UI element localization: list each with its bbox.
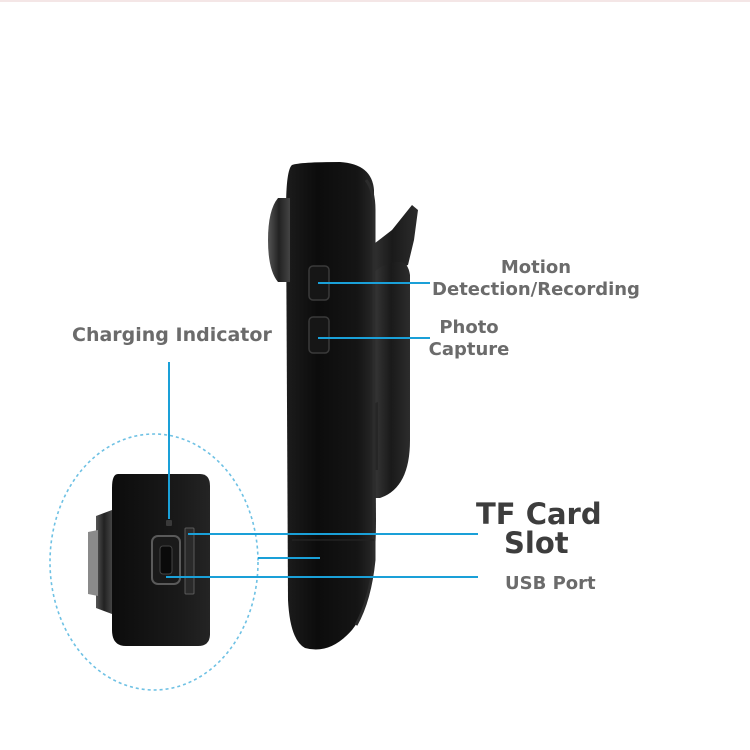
detail-callout-ellipse (49, 433, 259, 691)
motion-label-line2: Detection/Recording (432, 278, 640, 300)
port-detail-view (88, 474, 210, 646)
charging-indicator-label: Charging Indicator (72, 324, 272, 346)
photo-button[interactable] (308, 316, 330, 354)
tf-card-slot-icon (184, 527, 195, 595)
leader-lines (166, 282, 478, 578)
belt-clip (366, 205, 418, 498)
charging-indicator-icon (166, 520, 172, 526)
top-divider (0, 0, 750, 2)
photo-capture-label: Photo Capture (428, 317, 510, 360)
tf-card-label-line2: Slot (504, 526, 569, 560)
photo-label-line2: Capture (428, 338, 510, 360)
tf-card-label-line1: TF Card (476, 497, 602, 531)
lens-icon (268, 198, 290, 282)
tf-card-slot-label: TF Card Slot (476, 500, 602, 558)
motion-detection-label: Motion Detection/Recording (430, 257, 642, 300)
usb-port-label: USB Port (505, 573, 596, 594)
photo-label-line1: Photo (439, 317, 499, 338)
motion-label-line1: Motion (500, 257, 572, 278)
